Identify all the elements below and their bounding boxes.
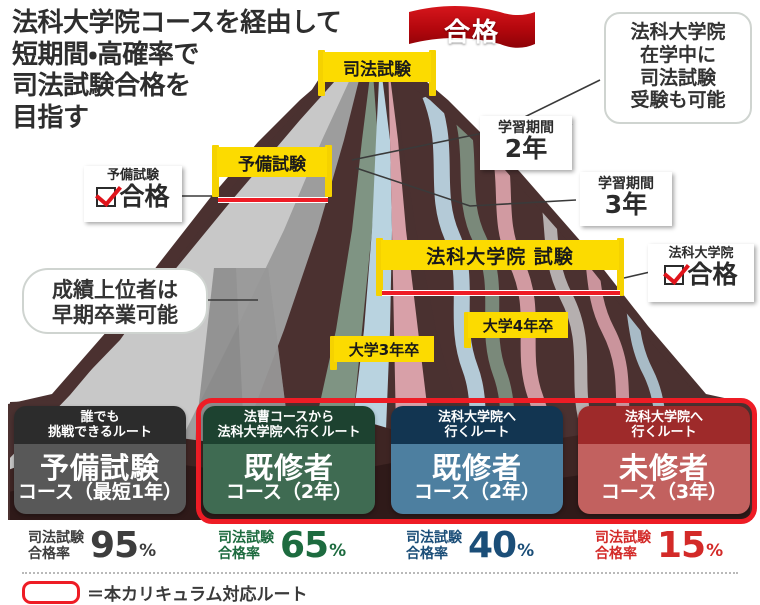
course-card-kishusha-hoso[interactable]: 法曹コースから 法科大学院へ行くルート 既修者 コース（2年） <box>203 406 375 514</box>
pass-ribbon-label: 合格 <box>443 17 500 48</box>
course-duration: コース（2年） <box>225 481 353 504</box>
note-value: 2年 <box>504 134 548 164</box>
note-value: 合格 <box>687 260 738 290</box>
course-card-mishusha-lawschool[interactable]: 法科大学院へ 行くルート 未修者 コース（3年） <box>578 406 750 514</box>
red-route-line <box>218 197 328 203</box>
course-name: 予備試験 <box>39 450 160 485</box>
flag-pole-left <box>464 312 471 348</box>
course-duration: コース（最短1年） <box>17 481 183 504</box>
course-row: 誰でも 挑戦できるルート 予備試験 コース（最短1年） 法曹コースから 法科大学… <box>0 402 760 520</box>
note-value-row: 合格 <box>84 184 182 209</box>
pass-rate-label: 司法試験 合格率 <box>406 529 462 562</box>
flag-pole-right <box>429 50 436 96</box>
pass-rate-unit: % <box>139 541 157 561</box>
flag-university-3rd-year-graduation: 大学3年卒 <box>330 336 434 370</box>
pass-rate-kishusha-hoso: 司法試験 合格率 65 % <box>218 528 346 564</box>
course-body: 未修者 コース（3年） <box>578 444 750 514</box>
note-label: 法科大学院 <box>668 246 734 261</box>
course-name: 既修者 <box>431 450 522 485</box>
course-name: 未修者 <box>618 450 709 485</box>
note-label: 学習期間 <box>498 120 554 136</box>
pass-rate-unit: % <box>329 541 347 561</box>
course-duration: コース（3年） <box>600 481 728 504</box>
flag-pole-left <box>330 336 337 370</box>
flag-pole-right <box>617 238 624 296</box>
pass-rate-label: 司法試験 合格率 <box>28 529 84 562</box>
flag-label: 予備試験 <box>217 147 327 177</box>
note-yobi-exam-passed: 予備試験 合格 <box>84 166 182 222</box>
course-route-label: 法曹コースから 法科大学院へ行くルート <box>203 406 375 444</box>
pass-rate-label: 司法試験 合格率 <box>595 529 651 562</box>
pass-rate-preliminary: 司法試験 合格率 95 % <box>28 528 156 564</box>
course-body: 予備試験 コース（最短1年） <box>14 444 186 514</box>
callout-jd-exam-while-enrolled: 法科大学院 在学中に 司法試験 受験も可能 <box>604 12 752 124</box>
pass-rate-value: 65 <box>280 525 329 566</box>
note-value: 3年 <box>604 190 648 220</box>
pass-rate-unit: % <box>706 541 724 561</box>
pass-ribbon: 合格 <box>409 8 535 52</box>
flag-pole-right <box>325 145 332 197</box>
pass-rate-label: 司法試験 合格率 <box>218 529 274 562</box>
checkmark-icon <box>96 186 117 207</box>
flag-label: 司法試験 <box>323 52 431 82</box>
flag-pole-left <box>318 50 325 96</box>
page-title: 法科大学院コースを経由して 短期間・高確率で 司法試験合格を 目指す <box>12 8 342 134</box>
flag-preliminary-exam: 予備試験 <box>212 145 332 205</box>
course-route-label: 法科大学院へ 行くルート <box>391 406 563 444</box>
note-label: 学習期間 <box>598 176 654 192</box>
course-card-preliminary-exam[interactable]: 誰でも 挑戦できるルート 予備試験 コース（最短1年） <box>14 406 186 514</box>
legend-divider <box>22 572 738 574</box>
pass-rate-value: 95 <box>90 525 139 566</box>
legend: ＝本カリキュラム対応ルート <box>22 580 308 605</box>
note-value-row: 合格 <box>648 262 754 287</box>
pass-rate-kishusha-lawschool: 司法試験 合格率 40 % <box>406 528 534 564</box>
curriculum-route-highlight <box>196 398 757 524</box>
course-route-label: 法科大学院へ 行くルート <box>578 406 750 444</box>
flag-university-4th-year-graduation: 大学4年卒 <box>464 312 568 348</box>
note-label: 予備試験 <box>106 168 159 183</box>
note-law-school-passed: 法科大学院 合格 <box>648 244 754 302</box>
course-card-kishusha-lawschool[interactable]: 法科大学院へ 行くルート 既修者 コース（2年） <box>391 406 563 514</box>
checkmark-icon <box>664 264 685 285</box>
note-study-period-2years: 学習期間 2年 <box>480 116 572 170</box>
legend-swatch-icon <box>22 581 80 604</box>
flag-pole-left <box>212 145 219 197</box>
course-name: 既修者 <box>243 450 334 485</box>
course-body: 既修者 コース（2年） <box>391 444 563 514</box>
flag-bar-exam: 司法試験 <box>318 50 436 96</box>
callout-early-graduation: 成績上位者は 早期卒業可能 <box>22 268 208 334</box>
flag-label: 法科大学院 試験 <box>381 240 619 270</box>
flag-label: 大学4年卒 <box>468 312 568 338</box>
pass-rate-value: 15 <box>657 525 706 566</box>
flag-label: 大学3年卒 <box>334 336 434 362</box>
note-study-period-3years: 学習期間 3年 <box>580 172 672 226</box>
course-duration: コース（2年） <box>413 481 541 504</box>
pass-rate-value: 40 <box>468 525 517 566</box>
note-value: 合格 <box>119 182 170 212</box>
course-route-label: 誰でも 挑戦できるルート <box>14 406 186 444</box>
flag-pole-left <box>376 238 383 296</box>
flag-law-school-exam: 法科大学院 試験 <box>376 238 624 300</box>
pass-rate-unit: % <box>517 541 535 561</box>
course-body: 既修者 コース（2年） <box>203 444 375 514</box>
red-route-line <box>382 290 620 296</box>
legend-label: ＝本カリキュラム対応ルート <box>87 585 308 605</box>
pass-rate-mishusha-lawschool: 司法試験 合格率 15 % <box>595 528 723 564</box>
